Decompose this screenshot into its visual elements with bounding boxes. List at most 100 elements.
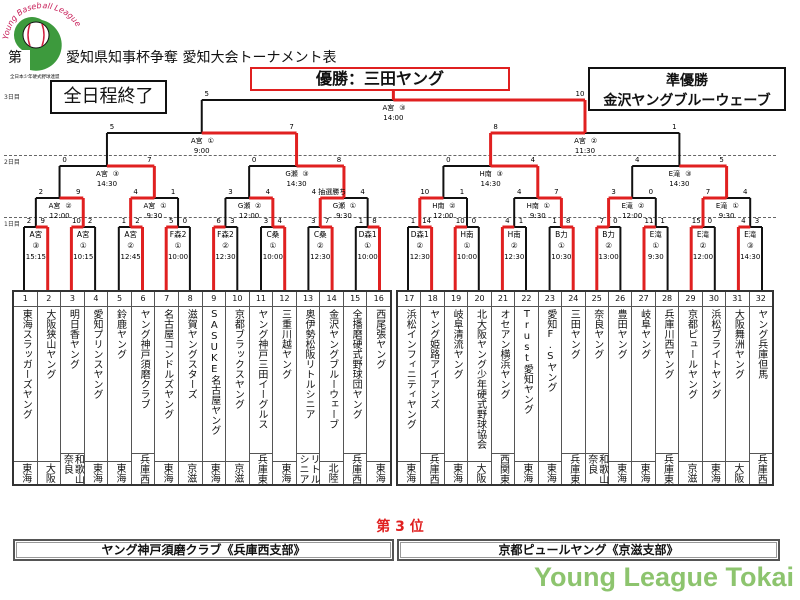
match-number: ② [416,241,423,250]
team-region: 東海 [708,463,720,483]
match-time: 10:15 [73,253,93,261]
team-name: ヤング神戸三田イーグルス [249,307,273,454]
match-number: ① [350,202,356,210]
team-name: 奈良ヤング [585,307,608,454]
match-time: 12:30 [410,253,430,261]
team-name: 三重川越ヤング [273,307,296,462]
score-right: 4 [266,188,271,196]
score-right: 8 [372,217,376,225]
team-name: 三田ヤング [562,307,585,454]
match-venue: A宮 [574,136,586,145]
score-left: 5 [169,217,173,225]
match-number: ③ [685,170,691,178]
score-right: 7 [554,188,558,196]
match-time: 9:00 [194,147,210,155]
match-time: 11:30 [575,147,595,155]
match-time: 14:30 [286,180,306,188]
score-left: 5 [110,123,114,131]
page-title: 第愛知県知事杯争奪 愛知大会トーナメント表 [8,47,336,67]
runner-up-label: 準優勝 [666,73,708,89]
match-venue: H南 [479,169,491,178]
match-time: 10:00 [263,253,283,261]
match-venue: A宮 [143,201,155,210]
match-time: 14:30 [740,253,760,261]
score-left: 1 [411,217,415,225]
match-venue: A宮 [30,229,43,239]
match-number: ① [732,202,738,210]
team-number: 20 [468,292,491,307]
score-right: 7 [289,123,293,131]
match-number: ① [208,137,214,145]
team-number: 12 [273,292,296,307]
team-region: 兵庫東 [661,454,673,484]
team-region: 東海 [373,463,385,483]
team-name: 愛知F.Sヤング [538,307,562,462]
team-region: 京滋 [184,463,196,483]
match-venue: G瀬 [238,201,250,210]
team-region: 北陸 [326,463,338,483]
score-left: 4 抽選勝ち [312,187,347,196]
match-number: ② [222,241,229,250]
score-right: 1 [519,217,523,225]
match-time: 9:30 [336,212,352,220]
day-label-1: 1日目 [4,221,20,228]
team-region: 東海 [278,463,290,483]
team-region: 大阪 [43,463,55,483]
status-box: 全日程終了 [50,80,167,114]
match-venue: A宮 [49,201,61,210]
match-time: 10:00 [457,253,477,261]
score-right: 0 [613,217,617,225]
team-number: 23 [538,292,562,307]
match-number: ① [269,241,276,250]
team-number: 29 [679,292,702,307]
team-number: 31 [726,292,749,307]
team-name: Trust愛知ヤング [515,307,538,462]
day-label-3: 3日目 [4,94,20,101]
score-right: 5 [719,156,723,164]
score-left: 7 [706,188,710,196]
match-venue: E滝 [621,201,632,210]
match-venue: B力 [602,229,615,239]
match-number: ① [175,241,182,250]
day-divider [4,217,776,218]
score-left: 10 [420,188,429,196]
match-venue: H南 [460,229,474,239]
match-time: 10:00 [358,253,378,261]
score-right: 1 [171,188,175,196]
team-number: 27 [632,292,655,307]
team-name: 鈴鹿ヤング [108,307,131,462]
score-right: 0 [472,217,476,225]
team-name: 京都ピュールヤング [679,307,702,462]
team-number: 11 [249,292,273,307]
match-number: ③ [302,170,308,178]
match-number: ③ [113,170,119,178]
match-number: ② [449,202,455,210]
match-venue: G瀬 [285,169,297,178]
score-left: 1 [359,217,363,225]
score-left: 3 [264,217,268,225]
team-name: 豊田ヤング [608,307,632,462]
score-right: 4 [743,188,748,196]
team-region: 東海 [614,463,626,483]
team-region: 兵庫西 [755,454,767,484]
score-left: 0 [446,156,450,164]
svg-text:全日本少年硬式野球連盟: 全日本少年硬式野球連盟 [10,73,60,80]
young-baseball-league-logo: Young Baseball League 全日本少年硬式野球連盟 [2,2,83,80]
day-divider [4,155,776,156]
team-name: 大阪舞洲ヤング [726,307,749,462]
match-venue: E滝 [716,201,727,210]
score-right: 7 [325,217,329,225]
score-left: 1 [552,217,556,225]
score-right: 1 [660,217,664,225]
match-time: 13:00 [599,253,619,261]
score-right: 10 [576,90,585,98]
team-name: 奥伊勢松阪リトルシニア [296,307,320,454]
